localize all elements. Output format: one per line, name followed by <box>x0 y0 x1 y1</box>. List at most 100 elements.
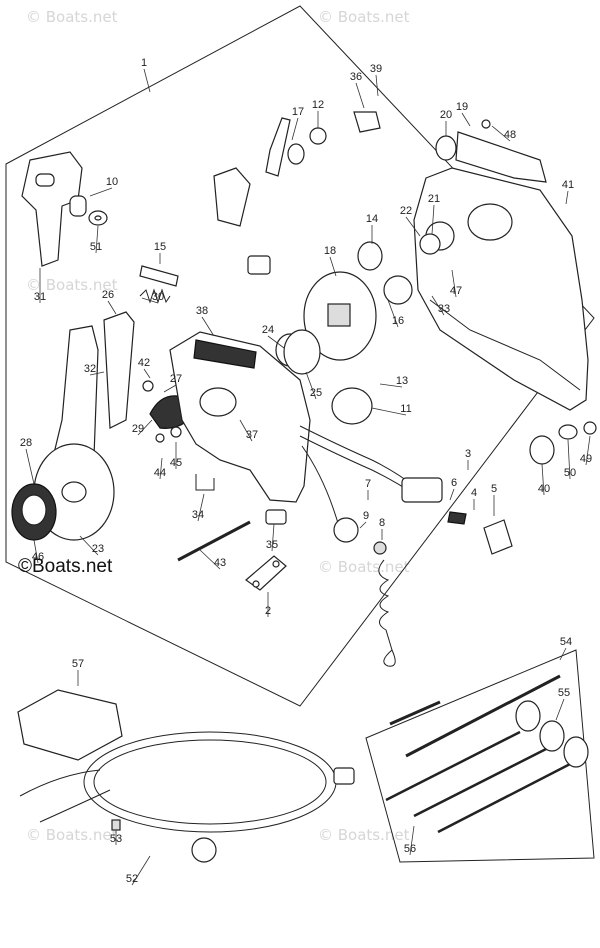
callout-leader <box>555 698 565 721</box>
callout-number: 36 <box>350 71 362 83</box>
callout-number: 12 <box>312 99 324 111</box>
decal-holder <box>213 167 251 227</box>
callout-number: 28 <box>20 437 32 449</box>
assembly-boundary-main <box>5 5 595 707</box>
key <box>447 511 467 525</box>
callout-number: 23 <box>92 543 104 555</box>
callout-leader <box>143 368 151 379</box>
callout-number: 7 <box>365 478 371 490</box>
callout-number: 41 <box>562 179 574 191</box>
grip-insert <box>69 195 87 217</box>
callout-leader <box>451 269 457 298</box>
callout-leader <box>541 463 545 496</box>
clip <box>247 255 271 275</box>
stop-clip <box>373 541 387 555</box>
ignition-switch <box>401 477 443 503</box>
callout-number: 5 <box>491 483 497 495</box>
callout-leader <box>305 371 317 400</box>
screw-head <box>170 426 182 438</box>
washer <box>309 127 327 145</box>
spacer <box>515 700 541 732</box>
callout-leader <box>565 190 569 205</box>
gear <box>357 241 383 271</box>
callout-leader <box>567 439 571 480</box>
side-housing <box>413 167 589 411</box>
harness-connector <box>333 767 355 785</box>
callout-leader <box>387 299 399 328</box>
callout-number: 9 <box>363 510 369 522</box>
callout-number: 1 <box>141 57 147 69</box>
callout-number: 56 <box>404 843 416 855</box>
callout-number: 49 <box>580 453 592 465</box>
callout-leader <box>197 493 205 522</box>
spring <box>139 288 171 304</box>
callout-leader <box>79 535 99 556</box>
watermark: © Boats.net <box>26 8 118 26</box>
callout-number: 32 <box>84 363 96 375</box>
cable-tie <box>405 674 561 758</box>
bracket <box>195 474 215 491</box>
watermark: © Boats.net <box>26 276 118 294</box>
callout-leader <box>491 125 511 142</box>
neutral-button-face <box>21 494 47 526</box>
callout-number: 24 <box>262 324 274 336</box>
callout-number: 45 <box>170 457 182 469</box>
wire-harness <box>299 425 415 487</box>
callout-number: 16 <box>392 315 404 327</box>
callout-leader <box>449 488 455 501</box>
watermark: © Boats.net <box>318 8 410 26</box>
callout-number: 27 <box>170 373 182 385</box>
callout-number: 37 <box>246 429 258 441</box>
callout-number: 44 <box>154 467 166 479</box>
handle-slot <box>35 173 55 187</box>
plate <box>245 555 287 591</box>
callout-number: 54 <box>560 636 572 648</box>
callout-leader <box>107 300 117 315</box>
lever-plate <box>103 311 135 429</box>
stop-switch <box>333 517 359 543</box>
key-fob <box>483 519 513 555</box>
lever-hub-boss <box>61 481 87 503</box>
callout-leader <box>239 419 253 442</box>
clip <box>353 111 381 133</box>
harness-terminal <box>111 819 121 831</box>
callout-number: 38 <box>196 305 208 317</box>
callout-number: 29 <box>132 423 144 435</box>
callout-leader <box>405 216 421 237</box>
callout-leader <box>267 335 285 349</box>
clip <box>265 509 287 525</box>
bushing <box>287 143 305 165</box>
callout-leader <box>355 82 365 109</box>
cover-plate <box>455 131 547 183</box>
callout-leader <box>89 371 105 376</box>
knob <box>529 435 555 465</box>
callout-number: 3 <box>465 448 471 460</box>
callout-leader <box>431 204 435 235</box>
callout-leader <box>33 539 39 564</box>
callout-leader <box>379 383 403 388</box>
callout-number: 6 <box>451 477 457 489</box>
control-box-panel <box>193 339 257 369</box>
callout-number: 42 <box>138 357 150 369</box>
wire-harness <box>301 445 341 531</box>
cable-loop <box>83 731 337 833</box>
callout-number: 39 <box>370 63 382 75</box>
callout-leader <box>95 225 99 254</box>
callout-number: 26 <box>102 289 114 301</box>
control-box-boss <box>199 387 237 417</box>
callout-number: 21 <box>428 193 440 205</box>
gear <box>419 233 441 255</box>
cable-loop <box>93 739 327 825</box>
callout-number: 11 <box>400 403 411 415</box>
spacer <box>539 720 565 752</box>
callout-number: 35 <box>266 539 278 551</box>
wire-harness <box>299 435 415 495</box>
callout-leader <box>199 549 221 570</box>
callout-number: 52 <box>126 873 138 885</box>
callout-leader <box>371 407 407 416</box>
callout-leader <box>163 384 177 393</box>
warning-buzzer <box>331 387 373 425</box>
callout-number: 47 <box>450 285 462 297</box>
shaft-pin <box>139 265 179 287</box>
